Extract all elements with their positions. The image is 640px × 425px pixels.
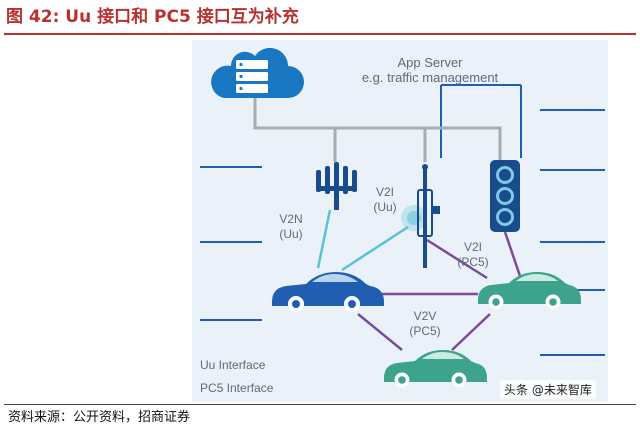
cloud-server-icon: [211, 47, 304, 98]
backhaul-lines: [253, 97, 502, 162]
v2v-label: V2V (PC5): [396, 309, 454, 339]
v2i-uu-label-line1: V2I: [375, 185, 394, 199]
v2n-label: V2N (Uu): [265, 212, 317, 242]
legend-uu-interface: Uu Interface: [200, 358, 266, 372]
v2v-label-line2: (PC5): [409, 324, 441, 338]
uu-link-v2i: [341, 225, 409, 272]
v2n-label-line2: (Uu): [279, 227, 303, 241]
pc5-links: [357, 231, 522, 351]
pc5-link-v2v-right: [451, 313, 491, 351]
app-server-label: App Server e.g. traffic management: [330, 55, 530, 85]
figure-title: 图 42: Uu 接口和 PC5 接口互为补充: [6, 7, 299, 27]
title-divider: [4, 33, 636, 35]
v2v-label-line1: V2V: [413, 309, 437, 323]
diagram-panel: [192, 40, 608, 402]
roadside-unit-icon: [401, 164, 440, 268]
uu-link-v2n: [316, 209, 332, 269]
uu-links: [316, 209, 409, 272]
v2i-pc5-label: V2I (PC5): [446, 240, 500, 270]
pc5-link-v2i-rsu: [426, 238, 488, 280]
footer-divider: [4, 404, 636, 405]
app-server-title: App Server: [397, 55, 463, 70]
vehicle-teal-bottom-icon: [384, 350, 487, 388]
vehicle-blue-icon: [272, 272, 384, 312]
pc5-link-v2v-left: [357, 313, 403, 351]
pc5-link-v2i-traffic-light: [503, 231, 522, 277]
traffic-light-icon: [490, 160, 520, 232]
watermark: 头条 @未来智库: [500, 380, 596, 399]
cell-tower-icon: [316, 162, 357, 210]
v2i-pc5-label-line1: V2I: [463, 240, 482, 254]
source-note: 资料来源：公开资料，招商证券: [8, 410, 191, 425]
server-backhaul: [253, 97, 502, 160]
v2i-uu-label: V2I (Uu): [360, 185, 410, 215]
legend-pc5-interface: PC5 Interface: [200, 381, 274, 395]
app-server-subtitle: e.g. traffic management: [361, 70, 499, 85]
vehicle-teal-right-icon: [478, 272, 581, 310]
v2n-label-line1: V2N: [279, 212, 303, 226]
v2i-pc5-label-line2: (PC5): [457, 255, 489, 269]
v2i-uu-label-line2: (Uu): [373, 200, 397, 214]
